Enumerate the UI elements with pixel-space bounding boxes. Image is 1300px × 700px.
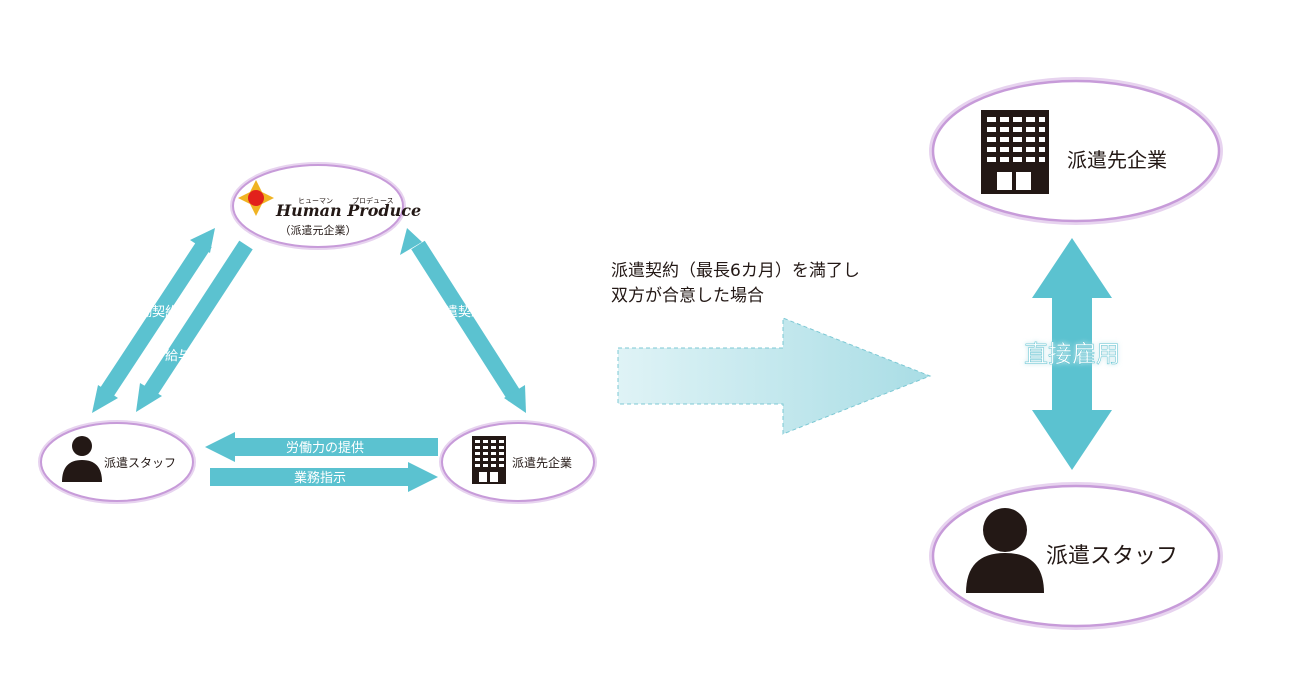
client-node-left: 派遣先企業 xyxy=(439,420,597,504)
client-label-left: 派遣先企業 xyxy=(512,455,572,470)
transition-note: 派遣契約（最長6カ月）を満了し 双方が合意した場合 xyxy=(611,261,860,306)
dispatch-contract-arrow: 派遣契約 xyxy=(400,228,526,413)
staff-label-right: 派遣スタッフ xyxy=(1046,544,1178,569)
staff-node-right: 派遣スタッフ xyxy=(929,482,1223,630)
salary-label: 給与 xyxy=(165,349,191,364)
direct-employment-arrow: 直接雇用 xyxy=(1024,238,1120,470)
labor-contract-label: 労働契約 xyxy=(126,305,178,320)
transition-line1: 派遣契約（最長6カ月）を満了し xyxy=(611,261,860,281)
transition-arrow xyxy=(617,317,932,435)
dispatch-agency-label: （派遣元企業） xyxy=(280,223,357,237)
staff-label-left: 派遣スタッフ xyxy=(104,455,176,470)
staff-node-left: 派遣スタッフ xyxy=(38,420,196,504)
salary-arrow: 給与 xyxy=(136,240,253,412)
labor-provision-label: 労働力の提供 xyxy=(286,440,364,456)
building-icon xyxy=(472,436,506,484)
human-produce-logo-icon xyxy=(238,180,274,216)
building-icon xyxy=(981,110,1049,194)
dispatch-contract-label: 派遣契約 xyxy=(432,305,484,320)
transition-line2: 双方が合意した場合 xyxy=(611,286,764,306)
direct-employment-label: 直接雇用 xyxy=(1024,340,1120,368)
client-node-right: 派遣先企業 xyxy=(929,77,1223,225)
person-icon xyxy=(966,508,1044,593)
work-instruction-arrow: 業務指示 xyxy=(210,462,438,492)
labor-provision-arrow: 労働力の提供 xyxy=(205,432,438,462)
dispatch-agency-node: ヒューマン プロデュース Human Produce （派遣元企業） xyxy=(230,162,421,250)
labor-contract-arrow: 労働契約 xyxy=(92,228,215,413)
work-instruction-label: 業務指示 xyxy=(294,470,346,486)
logo-ruby-right: プロデュース xyxy=(352,196,394,205)
logo-ruby-left: ヒューマン xyxy=(298,197,333,205)
person-icon xyxy=(62,436,102,482)
client-label-right: 派遣先企業 xyxy=(1067,148,1167,172)
logo-text: Human Produce xyxy=(275,201,421,220)
